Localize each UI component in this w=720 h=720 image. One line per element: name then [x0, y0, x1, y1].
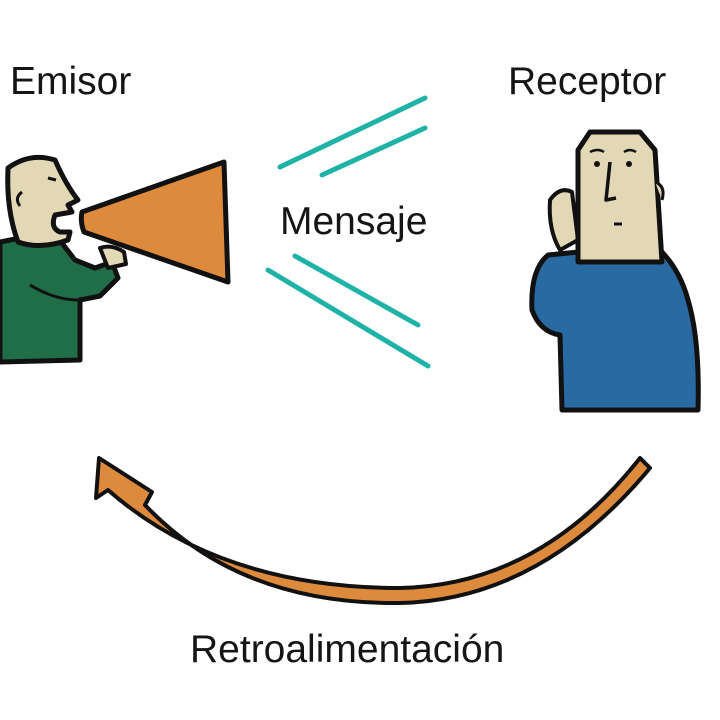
sender-hand — [98, 244, 128, 270]
sender-head — [5, 154, 81, 248]
signal-line — [319, 125, 428, 178]
receiver-figure — [529, 129, 701, 413]
sender-body — [0, 235, 121, 365]
signal-line — [292, 253, 421, 328]
receiver-label: Receptor — [508, 60, 667, 103]
signal-line — [277, 95, 428, 170]
receiver-hand — [547, 188, 580, 252]
feedback-arrow — [94, 456, 652, 606]
feedback-label: Retroalimentación — [190, 628, 505, 671]
receiver-body — [529, 245, 701, 413]
message-signal-lines — [265, 95, 431, 369]
megaphone — [78, 159, 231, 285]
signal-line — [265, 267, 431, 369]
sender-label: Emisor — [10, 60, 132, 103]
sender-figure — [0, 154, 231, 365]
message-label: Mensaje — [280, 200, 428, 243]
